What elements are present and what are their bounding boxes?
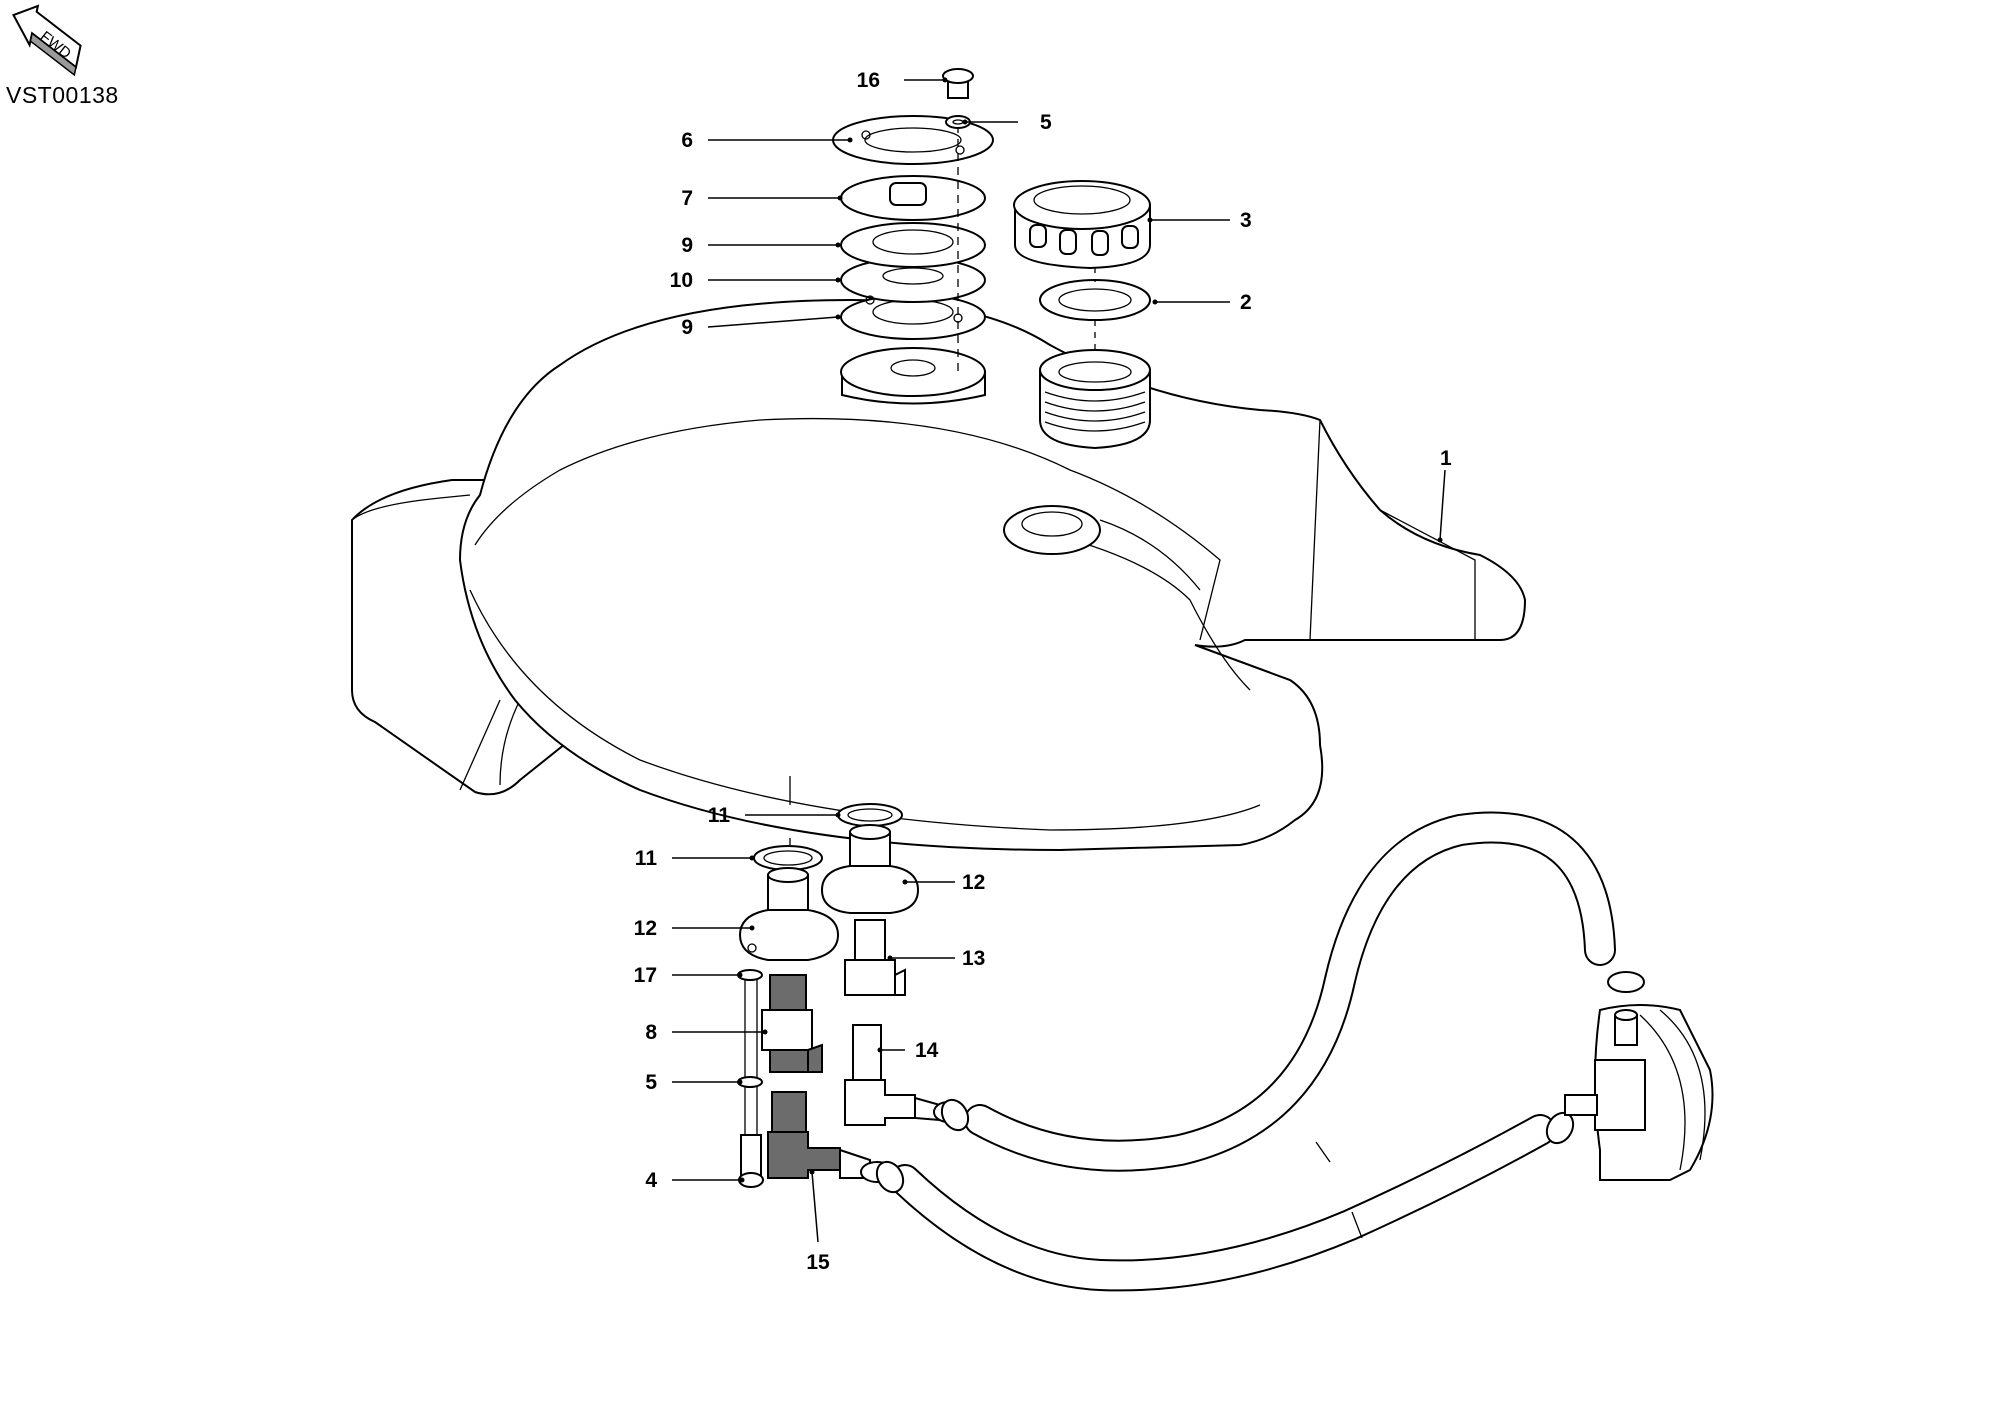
leader-dot xyxy=(847,137,853,143)
leader-dot xyxy=(749,855,755,861)
part-callout-12: 12 xyxy=(634,917,657,940)
leader-dot xyxy=(835,242,841,248)
fuel-pump xyxy=(1564,1004,1714,1181)
part-callout-17: 17 xyxy=(634,964,657,987)
part-callout-10: 10 xyxy=(670,269,693,292)
leader-dot xyxy=(962,119,968,125)
part-callout-9: 9 xyxy=(681,316,693,339)
leader-dot xyxy=(809,1169,815,1175)
part-callout-14: 14 xyxy=(915,1039,939,1062)
part-callout-9: 9 xyxy=(681,234,693,257)
part-callout-5: 5 xyxy=(1040,111,1052,134)
leader-dot xyxy=(887,955,893,961)
leader-dot xyxy=(902,879,908,885)
leader-dot xyxy=(762,1029,768,1035)
left-valve xyxy=(737,845,894,1188)
part-callout-6: 6 xyxy=(681,129,693,152)
leader-dot xyxy=(837,195,843,201)
leader-dot xyxy=(835,812,841,818)
leader-dot xyxy=(737,972,743,978)
leader-line xyxy=(811,1171,819,1243)
part-callout-3: 3 xyxy=(1240,209,1252,232)
filler-gasket xyxy=(1039,279,1151,321)
filler-neck xyxy=(1039,349,1151,450)
leader-dot xyxy=(749,925,755,931)
leader-line xyxy=(707,316,839,328)
fuel-hoses xyxy=(875,811,1645,1292)
part-callout-13: 13 xyxy=(962,947,985,970)
fuel-cap xyxy=(1013,180,1151,270)
leader-dot xyxy=(737,1079,743,1085)
part-callout-5: 5 xyxy=(645,1071,657,1094)
part-callout-8: 8 xyxy=(645,1021,657,1044)
leader-dot xyxy=(942,77,948,83)
part-callout-1: 1 xyxy=(1440,447,1452,470)
leader-dot xyxy=(835,277,841,283)
leader-dot xyxy=(1152,299,1158,305)
part-callout-11: 11 xyxy=(635,847,658,870)
part-callout-4: 4 xyxy=(645,1169,657,1192)
part-callout-15: 15 xyxy=(806,1251,830,1274)
part-callout-12: 12 xyxy=(962,871,985,894)
right-valve xyxy=(820,803,963,1126)
part-callout-16: 16 xyxy=(857,69,880,92)
figure-id: VST00138 xyxy=(6,82,119,108)
part-callout-11: 11 xyxy=(708,804,731,827)
leader-dot xyxy=(1437,537,1443,543)
leader-dot xyxy=(739,1177,745,1183)
part-callout-2: 2 xyxy=(1240,291,1252,314)
fwd-arrow-icon: FWD xyxy=(12,4,82,77)
leader-dot xyxy=(835,314,841,320)
leader-dot xyxy=(1147,217,1153,223)
leader-line xyxy=(1439,469,1446,541)
leader-dot xyxy=(877,1047,883,1053)
part-callout-7: 7 xyxy=(681,187,693,210)
